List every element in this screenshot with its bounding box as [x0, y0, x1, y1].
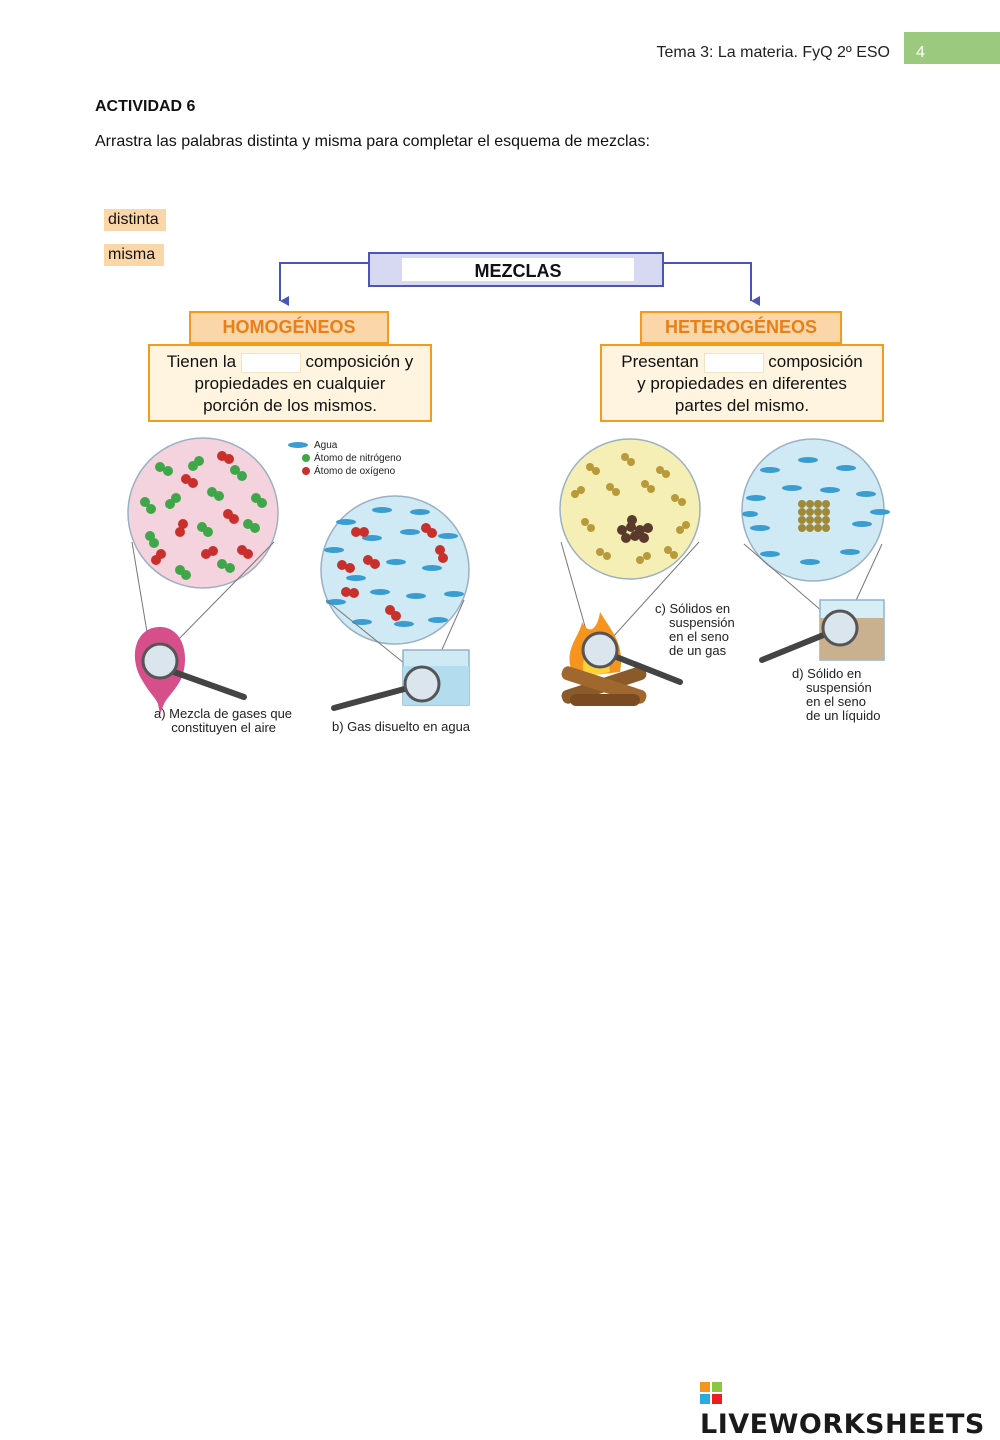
- oxygen-molecules: [151, 451, 253, 565]
- arrow-right: [664, 262, 760, 306]
- caption-c-line-4: de un gas: [669, 643, 727, 658]
- heterogeneous-description: Presentan composición y propiedades en d…: [600, 344, 884, 422]
- scheme-arrows: [279, 262, 760, 306]
- heterogeneous-line-1: Presentan composición: [602, 351, 882, 373]
- air-magnified-circle: [127, 437, 279, 589]
- caption-a: a) Mezcla de gases que constituyen el ai…: [154, 707, 292, 735]
- root-node-label: MEZCLAS: [402, 258, 634, 281]
- arrow-left: [279, 262, 368, 306]
- homogeneous-line-3: porción de los mismos.: [203, 396, 377, 415]
- caption-d-line-3: en el seno: [806, 694, 866, 709]
- gas-in-water-magnified-circle: [320, 495, 470, 645]
- homogeneous-description: Tienen la composición y propiedades en c…: [148, 344, 432, 422]
- soot-cluster: [617, 515, 653, 543]
- caption-c: c) Sólidos en suspensión en el seno de u…: [655, 602, 735, 658]
- liveworksheets-logo-text: LIVEWORKSHEETS: [700, 1409, 985, 1440]
- magnifier-icon-d: [759, 609, 859, 663]
- liveworksheets-logo-icon: [700, 1382, 722, 1404]
- legend-oxygen: Átomo de oxígeno: [314, 464, 396, 477]
- activity-instructions: Arrastra las palabras distinta y misma p…: [95, 133, 650, 150]
- heterogeneous-text-after: composición: [768, 352, 863, 371]
- drop-zone-homogeneous[interactable]: [240, 352, 301, 373]
- page-number: 4: [904, 32, 1000, 64]
- legend-nitrogen: Átomo de nitrógeno: [314, 451, 402, 464]
- heterogeneous-text-before: Presentan: [621, 352, 699, 371]
- category-heterogeneous: HETEROGÉNEOS: [640, 311, 842, 344]
- caption-b: b) Gas disuelto en agua: [332, 720, 470, 734]
- solid-in-liquid-magnified-circle: [741, 438, 890, 582]
- page-header-title: Tema 3: La materia. FyQ 2º ESO: [656, 44, 890, 61]
- heterogeneous-line-2: y propiedades en diferentes: [637, 374, 847, 393]
- magnifier-icon-a: [141, 642, 247, 700]
- homogeneous-text-before: Tienen la: [166, 352, 237, 371]
- magnifier-icon-b: [331, 665, 441, 711]
- legend-water: Agua: [314, 440, 338, 451]
- solid-cube: [798, 500, 830, 532]
- caption-d-line-2: suspensión: [806, 680, 872, 695]
- heterogeneous-line-3: partes del mismo.: [674, 396, 810, 415]
- caption-b-line-1: b) Gas disuelto en agua: [332, 719, 471, 734]
- root-node-mezclas: MEZCLAS: [368, 252, 664, 287]
- nitrogen-molecules: [140, 456, 267, 580]
- liveworksheets-logo: LIVEWORKSHEETS: [700, 1378, 1000, 1440]
- solids-in-gas-magnified-circle: [559, 438, 701, 580]
- magnifier-icon-c: [581, 631, 683, 685]
- caption-d-line-4: de un líquido: [806, 708, 881, 723]
- drag-word-distinta[interactable]: distinta: [104, 209, 166, 231]
- homogeneous-line-2: propiedades en cualquier: [194, 374, 386, 393]
- caption-d: d) Sólido en suspensión en el seno de un…: [792, 667, 880, 723]
- legend: Agua Átomo de nitrógeno Átomo de oxígeno: [288, 440, 402, 477]
- drop-zone-heterogeneous[interactable]: [703, 352, 764, 373]
- activity-title: ACTIVIDAD 6: [95, 98, 196, 115]
- caption-c-line-3: en el seno: [669, 629, 729, 644]
- caption-a-line-2: constituyen el aire: [171, 720, 277, 735]
- homogeneous-line-1: Tienen la composición y: [150, 351, 430, 373]
- caption-c-line-1: c) Sólidos en: [655, 601, 731, 616]
- caption-c-line-2: suspensión: [669, 615, 735, 630]
- category-homogeneous: HOMOGÉNEOS: [189, 311, 389, 344]
- caption-d-line-1: d) Sólido en: [792, 666, 862, 681]
- drag-word-misma[interactable]: misma: [104, 244, 164, 266]
- homogeneous-text-after: composición y: [305, 352, 414, 371]
- caption-a-line-1: a) Mezcla de gases que: [154, 706, 293, 721]
- mixtures-illustration: Agua Átomo de nitrógeno Átomo de oxígeno: [127, 437, 890, 714]
